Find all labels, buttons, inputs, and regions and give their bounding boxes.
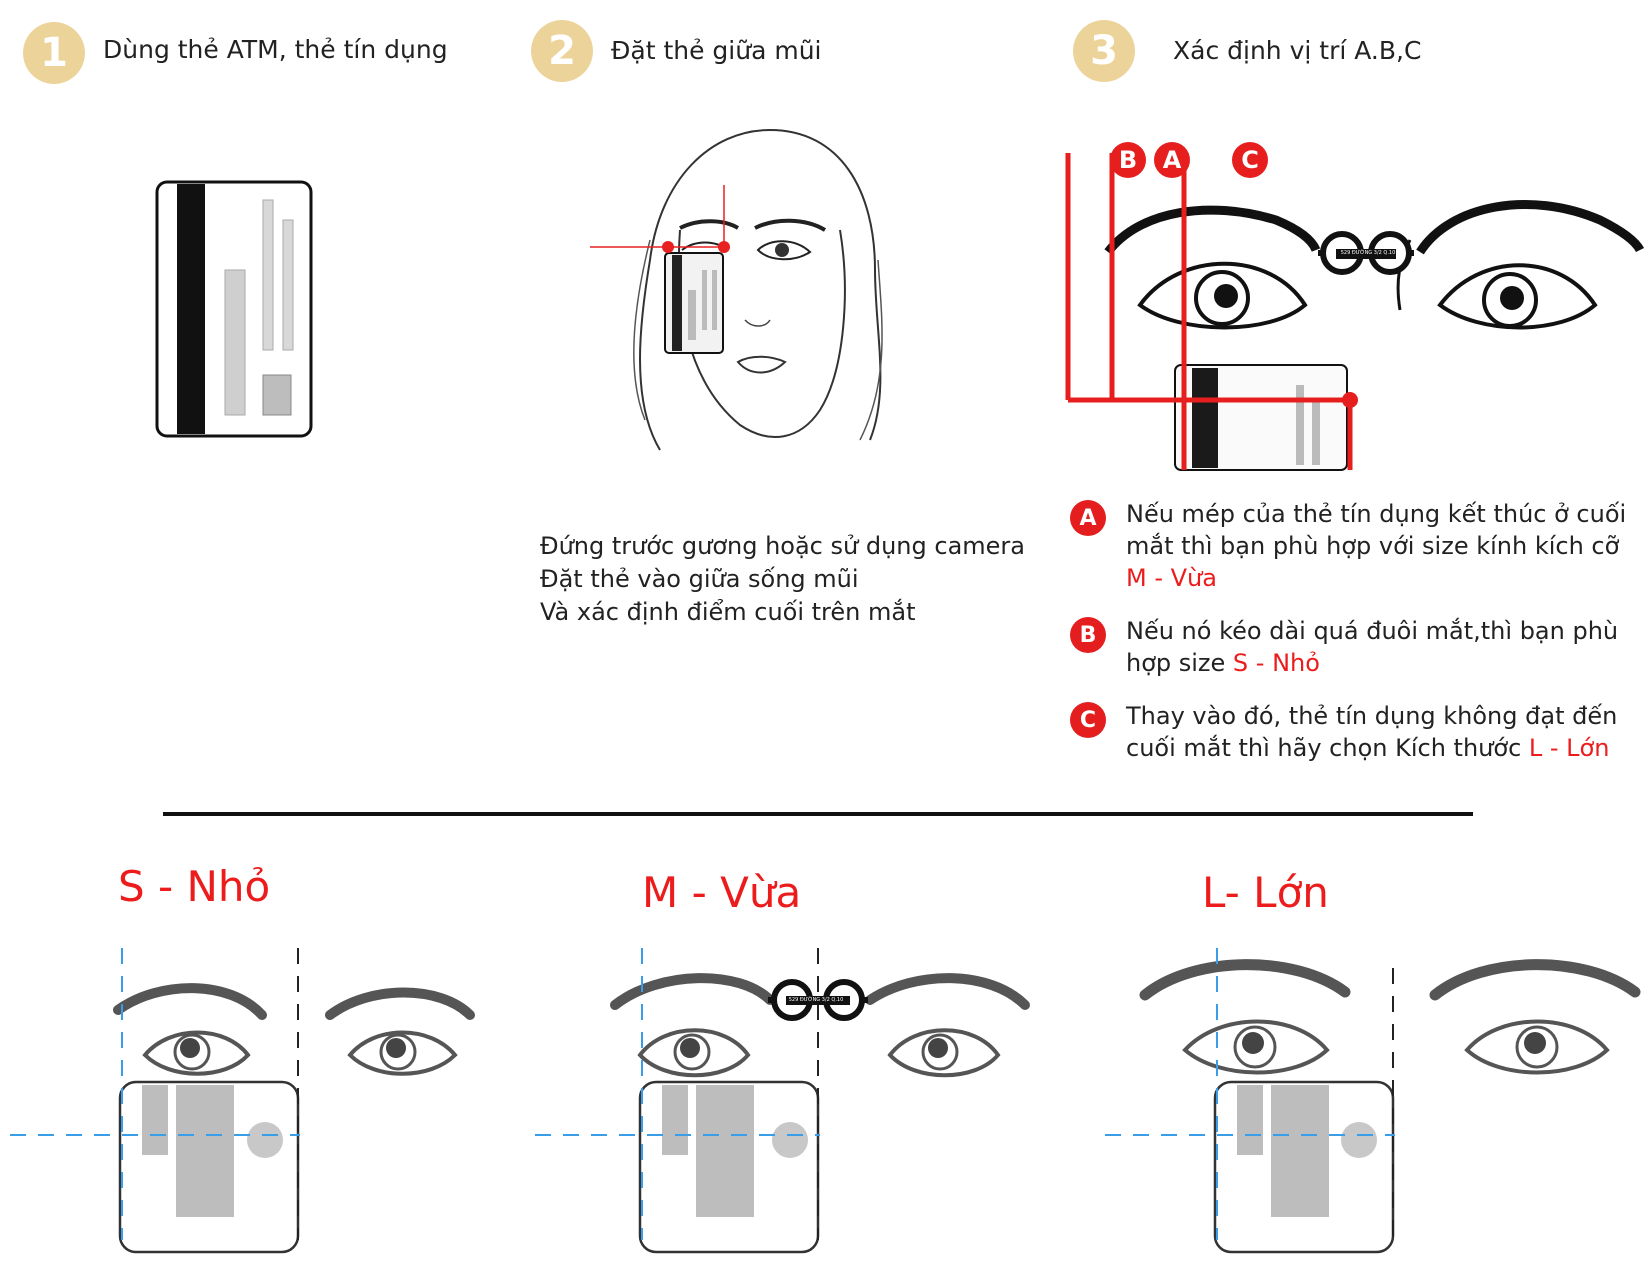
instructions-text: Đứng trước gương hoặc sử dụng camera Đặt…: [540, 530, 1025, 629]
rule-a-badge: A: [1070, 500, 1106, 536]
marker-a: A: [1154, 142, 1190, 178]
step-2-circle: 2: [531, 20, 593, 82]
credit-card-illustration: [155, 180, 313, 438]
glasses-logo-text: 529 ĐƯỜNG 3/2 Q.10: [1340, 250, 1396, 256]
rule-b-text: Nếu nó kéo dài quá đuôi mắt,thì bạn phù …: [1126, 617, 1619, 677]
step-1-title: Dùng thẻ ATM, thẻ tín dụng: [103, 35, 448, 64]
rule-b-size: S - Nhỏ: [1232, 649, 1320, 677]
size-s-diagram: [10, 948, 475, 1254]
step-2-title: Đặt thẻ giữa mũi: [611, 36, 822, 65]
rule-c-size: L - Lớn: [1528, 734, 1610, 762]
instruction-line-1: Đứng trước gương hoặc sử dụng camera: [540, 532, 1025, 560]
rule-c-text: Thay vào đó, thẻ tín dụng không đạt đến …: [1126, 702, 1618, 762]
size-l-title: L- Lớn: [1202, 868, 1329, 917]
size-m-logo-text: 529 ĐƯỜNG 3/2 Q.10: [788, 997, 844, 1003]
rule-c-badge: C: [1070, 702, 1106, 738]
size-m-title: M - Vừa: [642, 868, 802, 917]
size-l-diagram: [1105, 948, 1641, 1254]
rule-a-text: Nếu mép của thẻ tín dụng kết thúc ở cuối…: [1126, 500, 1627, 592]
eyes-abc-illustration: [1065, 153, 1645, 471]
size-s-title: S - Nhỏ: [118, 862, 271, 911]
marker-c: C: [1232, 142, 1268, 178]
section-divider: [163, 812, 1473, 816]
instruction-line-2: Đặt thẻ vào giữa sống mũi: [540, 565, 859, 593]
marker-b: B: [1110, 142, 1146, 178]
glasses-logo: [1318, 231, 1414, 275]
instruction-line-3: Và xác định điểm cuối trên mắt: [540, 598, 916, 626]
rule-a-size: M - Vừa: [1126, 564, 1217, 592]
size-m-diagram: [535, 948, 1030, 1254]
step-3-title: Xác định vị trí A.B,C: [1173, 36, 1422, 65]
step-3-circle: 3: [1073, 20, 1135, 82]
face-with-card-illustration: [590, 128, 883, 451]
rule-b-badge: B: [1070, 617, 1106, 653]
step-1-circle: 1: [23, 22, 85, 84]
